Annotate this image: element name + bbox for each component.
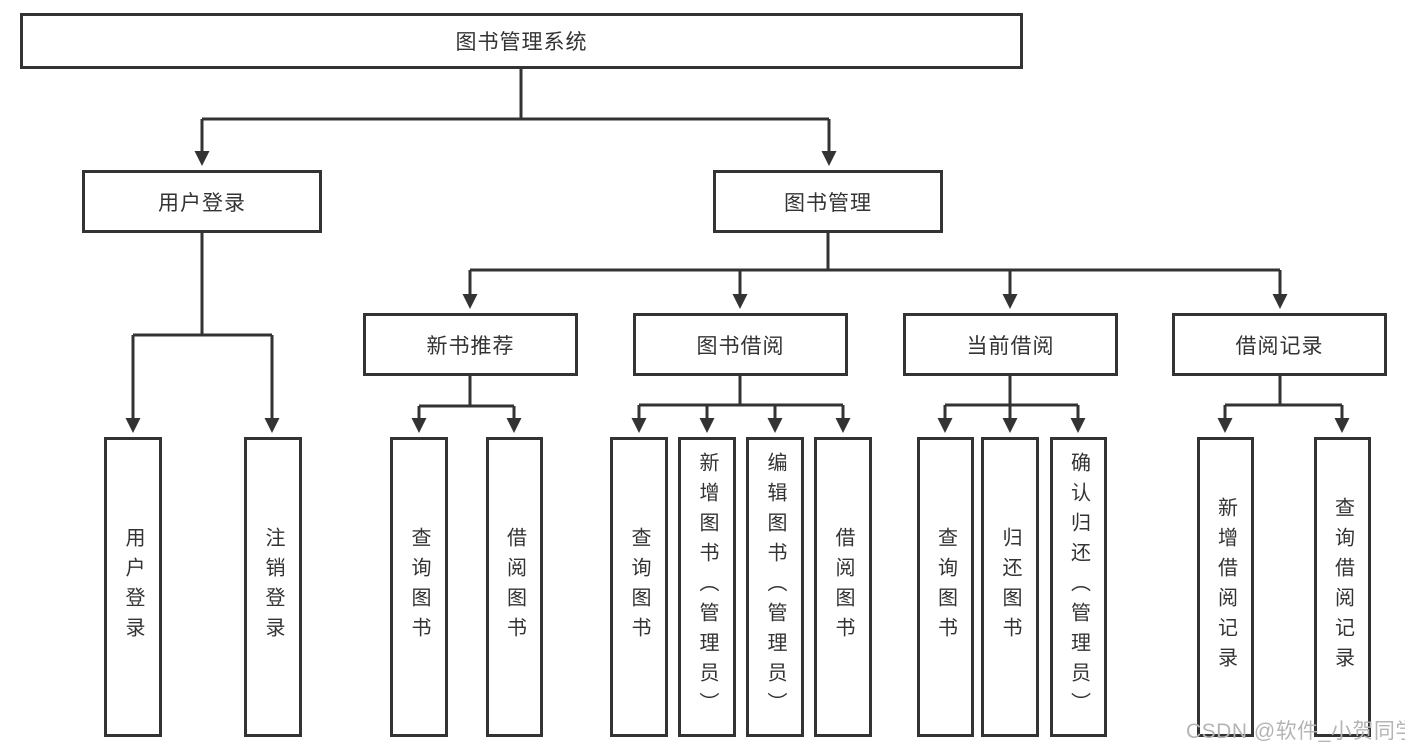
node-leaf-query-borrow-record: 查询借阅记录: [1314, 437, 1371, 737]
node-book-borrow-label: 图书借阅: [696, 334, 785, 358]
node-leaf-query-books-3-label: 查询图书: [934, 527, 957, 647]
node-borrow-records: 借阅记录: [1172, 313, 1387, 376]
node-leaf-query-books-2-label: 查询图书: [628, 527, 650, 647]
node-book-borrow: 图书借阅: [633, 313, 848, 376]
node-leaf-return-book-label: 归还图书: [999, 527, 1021, 647]
csdn-watermark: CSDN @软件_小贺同学: [1186, 720, 1405, 743]
node-leaf-add-book-admin: 新增图书（管理员）: [678, 437, 736, 737]
node-leaf-borrow-books-1: 借阅图书: [486, 437, 543, 737]
node-leaf-edit-book-admin: 编辑图书（管理员）: [746, 437, 804, 737]
node-leaf-edit-book-admin-label: 编辑图书（管理员）: [764, 452, 786, 722]
connector-arrows: [125, 119, 1350, 433]
node-leaf-logout-label: 注销登录: [262, 527, 284, 647]
node-current-borrow: 当前借阅: [903, 313, 1118, 376]
node-leaf-query-books-1: 查询图书: [390, 437, 448, 737]
node-leaf-query-books-1-label: 查询图书: [408, 527, 430, 647]
node-user-login-label: 用户登录: [158, 191, 246, 215]
node-leaf-return-book: 归还图书: [981, 437, 1039, 737]
node-leaf-borrow-books-2: 借阅图书: [814, 437, 872, 737]
node-new-book-recommend-label: 新书推荐: [426, 334, 515, 358]
node-leaf-confirm-return-admin-label: 确认归还（管理员）: [1067, 452, 1090, 722]
node-leaf-add-borrow-record: 新增借阅记录: [1197, 437, 1254, 737]
node-leaf-borrow-books-2-label: 借阅图书: [832, 527, 854, 647]
node-leaf-borrow-books-1-label: 借阅图书: [503, 527, 526, 647]
node-book-management: 图书管理: [713, 170, 943, 233]
node-leaf-confirm-return-admin: 确认归还（管理员）: [1050, 437, 1107, 737]
node-leaf-query-books-3: 查询图书: [917, 437, 974, 737]
node-leaf-add-book-admin-label: 新增图书（管理员）: [696, 452, 718, 722]
node-leaf-query-books-2: 查询图书: [610, 437, 668, 737]
node-borrow-records-label: 借阅记录: [1235, 334, 1324, 358]
node-new-book-recommend: 新书推荐: [363, 313, 578, 376]
node-root-label: 图书管理系统: [455, 31, 588, 54]
node-user-login: 用户登录: [82, 170, 322, 233]
node-leaf-add-borrow-record-label: 新增借阅记录: [1214, 497, 1237, 677]
node-current-borrow-label: 当前借阅: [966, 334, 1055, 358]
connector-skeleton: [133, 69, 1342, 408]
node-leaf-user-login: 用户登录: [104, 437, 162, 737]
node-book-management-label: 图书管理: [784, 191, 872, 215]
node-root: 图书管理系统: [20, 13, 1023, 69]
node-leaf-logout: 注销登录: [244, 437, 302, 737]
node-leaf-user-login-label: 用户登录: [122, 527, 144, 647]
node-leaf-query-borrow-record-label: 查询借阅记录: [1331, 497, 1354, 677]
